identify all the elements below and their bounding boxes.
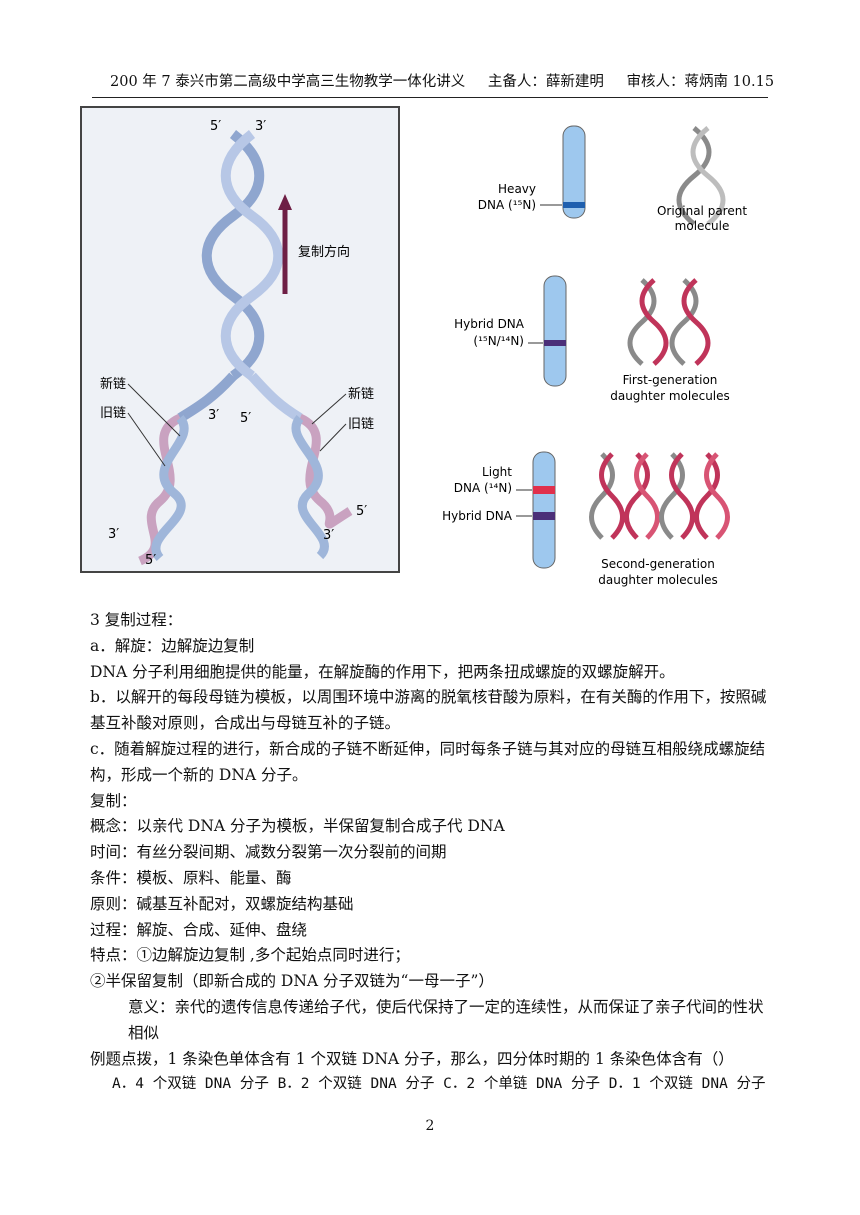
end-label: 5′ [356, 504, 367, 519]
hybrid-label-3: Hybrid DNA [442, 509, 513, 523]
body-text: 3 复制过程： a．解旋：边解旋边复制 DNA 分子利用细胞提供的能量，在解旋酶… [90, 608, 770, 1098]
first-gen-label-1: First-generation [623, 373, 718, 387]
paragraph: 原则：碱基互补配对，双螺旋结构基础 [90, 894, 354, 913]
end-label: 3′ [208, 408, 219, 423]
page-number: 2 [425, 1118, 435, 1134]
old-strand-label-left: 旧链 [100, 406, 126, 421]
replication-fork-figure: 复制方向 5′ 3′ 3′ 5′ 3′ 5′ 3′ 5′ 新链 旧链 新链 旧链 [80, 106, 400, 573]
paragraph: 特点：①边解旋边复制 ,多个起始点同时进行； [90, 946, 410, 965]
paragraph: ②半保留复制（即新合成的 DNA 分子双链为“一母一子”） [90, 972, 494, 991]
light-label-1: Light [482, 465, 512, 479]
end-label: 5′ [210, 119, 221, 134]
first-gen-label-2: daughter molecules [610, 389, 730, 403]
paragraph: c．随着解旋过程的进行，新合成的子链不断延伸，同时每条子链与其对应的母链互相般绕… [90, 739, 766, 784]
old-strand-label-right: 旧链 [348, 417, 374, 432]
test-tube [543, 275, 567, 387]
second-gen-label-1: Second-generation [601, 557, 715, 571]
paragraph: b．以解开的每段母链为模板，以周围环境中游离的脱氧核苷酸为原料，在有关酶的作用下… [90, 688, 767, 733]
second-gen-label-2: daughter molecules [598, 573, 718, 587]
original-label-1: Original parent [657, 204, 747, 218]
end-label: 3′ [108, 527, 119, 542]
section-heading: 3 复制过程： [90, 611, 183, 629]
test-tube [562, 125, 586, 219]
header-preparer: 主备人：薛新建明 [487, 74, 604, 90]
paragraph: 过程：解旋、合成、延伸、盘绕 [90, 920, 308, 939]
test-tube [532, 451, 556, 569]
first-generation-helices [627, 278, 711, 366]
paragraph: a．解旋：边解旋边复制 [90, 636, 255, 655]
heavy-label-1: Heavy [498, 182, 536, 196]
meselson-stahl-figure: Heavy DNA (¹⁵N) Original parent molecule… [442, 125, 747, 587]
end-label: 5′ [145, 553, 156, 568]
light-label-2: DNA (¹⁴N) [454, 481, 512, 495]
header-title: 200 年 7 泰兴市第二高级中学高三生物教学一体化讲义 [110, 74, 466, 90]
paragraph: DNA 分子利用细胞提供的能量，在解旋酶的作用下，把两条扭成螺旋的双螺旋解开。 [90, 662, 675, 681]
heavy-label-2: DNA (¹⁵N) [478, 198, 536, 212]
end-label: 3′ [255, 119, 266, 134]
new-strand-label-right: 新链 [348, 386, 374, 402]
header-reviewer: 审核人：蒋炳南 10.15 [626, 74, 775, 90]
paragraph: 意义：亲代的遗传信息传递给子代，使后代保持了一定的连续性，从而保证了亲子代间的性… [128, 997, 764, 1042]
second-generation-helices [589, 452, 730, 540]
hybrid-label-1: Hybrid DNA [454, 317, 525, 331]
answer-options: A．4 个双链 DNA 分子 B．2 个双链 DNA 分子 C．2 个单链 DN… [112, 1076, 766, 1093]
page-header: 200 年 7 泰兴市第二高级中学高三生物教学一体化讲义 主备人：薛新建明 审核… [92, 70, 774, 98]
direction-label: 复制方向 [298, 244, 350, 260]
hybrid-label-2: (¹⁵N/¹⁴N) [473, 334, 524, 348]
end-label: 5′ [240, 411, 251, 426]
paragraph: 复制： [90, 791, 137, 810]
paragraph: 概念：以亲代 DNA 分子为模板，半保留复制合成子代 DNA [90, 817, 505, 836]
end-label: 3′ [323, 528, 334, 543]
paragraph: 时间：有丝分裂间期、减数分裂第一次分裂前的间期 [90, 843, 447, 862]
example-question: 例题点拨，1 条染色单体含有 1 个双链 DNA 分子，那么，四分体时期的 1 … [90, 1049, 734, 1068]
paragraph: 条件：模板、原料、能量、酶 [90, 868, 292, 887]
new-strand-label-left: 新链 [100, 376, 126, 392]
original-label-2: molecule [675, 219, 730, 233]
